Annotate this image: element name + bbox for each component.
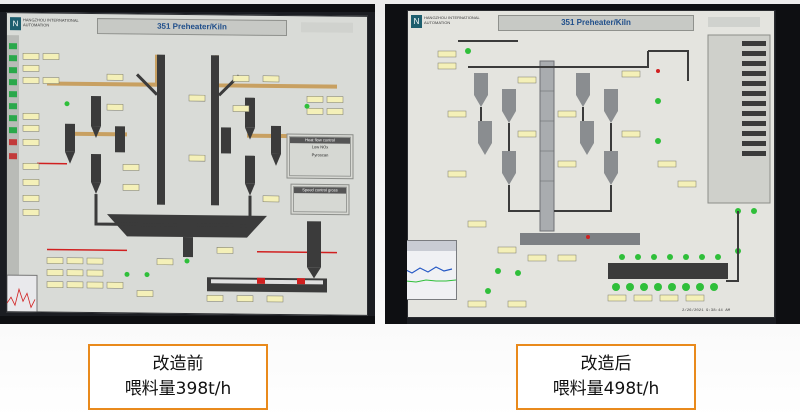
cyclone-tower-left	[65, 95, 125, 195]
trend-window	[7, 274, 38, 314]
running-indicators	[64, 101, 310, 278]
readout-tiles	[22, 53, 344, 303]
monitor-bezel-top	[385, 4, 800, 10]
before-caption-title: 改造前	[152, 354, 204, 374]
after-process-diagram	[437, 34, 771, 308]
monitor-bezel-top	[0, 4, 375, 12]
monitor-bezel-right	[776, 4, 800, 324]
monitor-bezel-left	[385, 4, 407, 324]
readout-tiles	[437, 50, 705, 308]
company-logo-icon: N	[411, 15, 422, 28]
grate-cooler	[608, 263, 728, 279]
parameter-table	[707, 34, 771, 204]
stopped-indicators	[586, 69, 660, 239]
speed-control-panel[interactable]: Speed control gross	[293, 186, 347, 213]
alarm-tag	[708, 17, 760, 27]
rotary-kiln	[520, 233, 640, 245]
material-pipelines	[458, 40, 689, 212]
timestamp: 2/26/2021 9:38:44 AM	[681, 309, 730, 313]
before-hmi-screen: N HANGZHOU INTERNATIONAL AUTOMATION 351 …	[6, 12, 368, 316]
calciner	[107, 54, 267, 258]
before-feed-rate: 喂料量398t/h	[124, 379, 232, 399]
pyroscan-label: Pyroscan	[311, 152, 329, 158]
sidebar-status-icons	[9, 43, 17, 134]
company-line: HANGZHOU INTERNATIONAL AUTOMATION	[424, 15, 480, 25]
after-feed-rate: 喂料量498t/h	[552, 379, 660, 399]
heat-flow-panel[interactable]: Heat flow control Low NOx Pyroscan	[289, 136, 351, 177]
before-screen-photo: N HANGZHOU INTERNATIONAL AUTOMATION 351 …	[0, 4, 375, 324]
speed-control-label: Speed control gross	[294, 187, 346, 194]
cooler-fan-indicators	[465, 48, 757, 294]
cyclones	[474, 73, 618, 185]
calciner-column	[539, 60, 555, 232]
screen-title: 351 Preheater/Kiln	[498, 15, 694, 31]
before-caption-box: 改造前 喂料量398t/h	[88, 344, 268, 410]
after-hmi-screen: N HANGZHOU INTERNATIONAL AUTOMATION 351 …	[407, 10, 775, 318]
before-process-diagram	[7, 35, 354, 314]
monitor-bezel-bottom	[0, 316, 375, 324]
cyclone-tower-right	[221, 97, 281, 196]
after-screen-photo: N HANGZHOU INTERNATIONAL AUTOMATION 351 …	[385, 4, 800, 324]
after-caption-title: 改造后	[580, 354, 632, 374]
after-caption-box: 改造后 喂料量498t/h	[516, 344, 696, 410]
